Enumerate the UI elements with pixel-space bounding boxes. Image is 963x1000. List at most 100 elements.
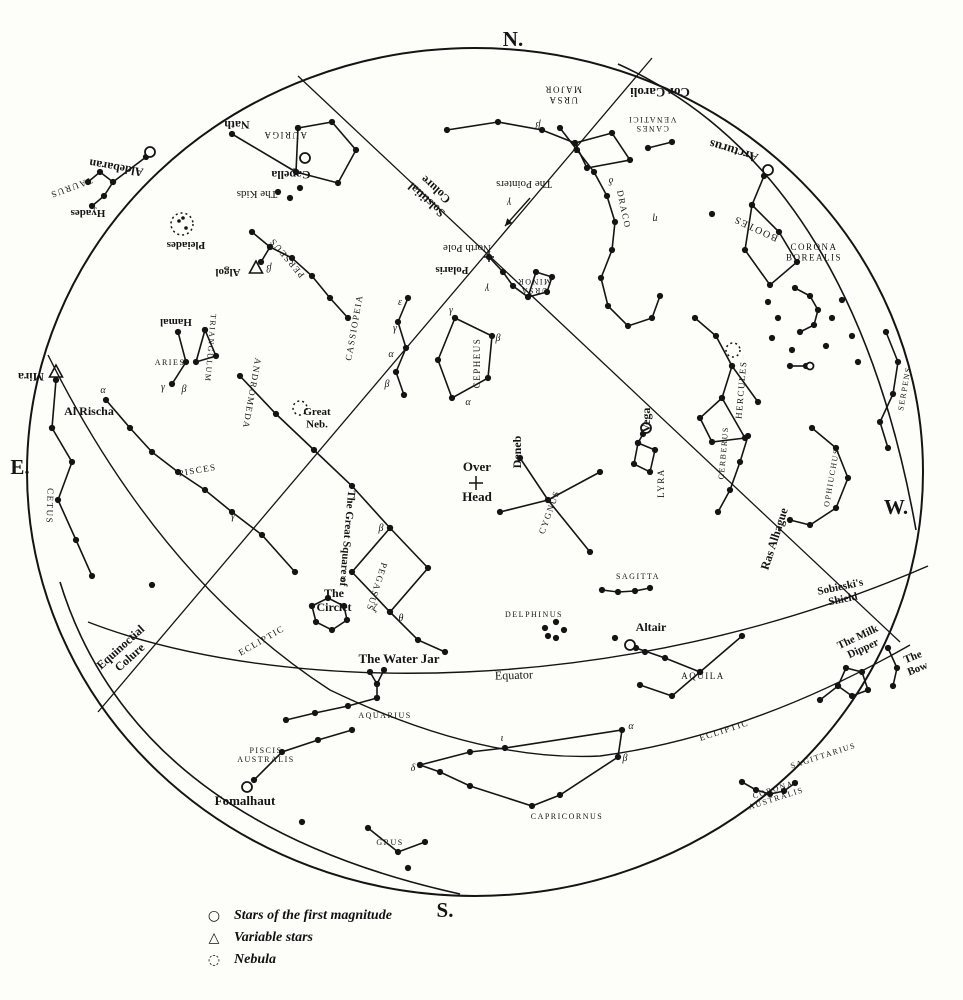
- canes-venatici-star: [668, 138, 676, 146]
- label-δ: δ: [608, 175, 613, 186]
- label-hyades: Hyades: [70, 207, 106, 219]
- draco-star: [573, 146, 581, 154]
- hyades-star: [96, 168, 104, 176]
- star-dot: [768, 334, 776, 342]
- label-β: β: [181, 384, 187, 395]
- serpens-star: [884, 444, 892, 452]
- label-ecliptic: ECLIPTIC: [698, 717, 750, 742]
- serpens-star: [876, 418, 884, 426]
- piscis-australis-star: [278, 748, 286, 756]
- sagitta-lines: [601, 587, 651, 593]
- label-bootes: BOOTES: [732, 213, 780, 243]
- label-aquila: AQUILA: [681, 671, 725, 681]
- label-auriga: AURIGA: [263, 130, 307, 140]
- serpens-star: [894, 358, 902, 366]
- nebula-icon: ◌: [207, 952, 221, 968]
- ophiuchus-star: [806, 521, 814, 529]
- label-pleiades: Pleiades: [166, 239, 205, 251]
- cygnus-arm-star: [596, 468, 604, 476]
- equinoctial-colure-line: [97, 57, 653, 713]
- canes-venatici-lines: [647, 141, 673, 149]
- label-β: β: [378, 523, 384, 534]
- label-β: β: [622, 753, 628, 764]
- label-nath: Nath: [224, 118, 250, 132]
- milk-dipper-star: [848, 692, 856, 700]
- label-s: S.: [437, 898, 454, 922]
- circlet-star: [343, 616, 351, 624]
- andromeda-star: [272, 410, 280, 418]
- taurus-aldebaran-star: [109, 178, 117, 186]
- andromeda-star: [386, 524, 394, 532]
- horizon-oval: [26, 47, 924, 897]
- label-α: α: [100, 385, 106, 396]
- draco-star: [608, 246, 616, 254]
- variable-star-icon: △: [208, 930, 220, 946]
- star-dot: [764, 298, 772, 306]
- hercules-star: [696, 414, 704, 422]
- cerberus-star: [726, 486, 734, 494]
- draco-star: [590, 168, 598, 176]
- star-dot: [181, 216, 185, 220]
- horizon-arc-right: [617, 63, 917, 531]
- label-the-milk-dipper: The MilkDipper: [835, 622, 886, 663]
- label-grus: GRUS: [376, 838, 403, 847]
- label-cerberus: CERBERUS: [717, 426, 731, 480]
- label-sagittarius: SAGITTARIUS: [789, 741, 857, 771]
- pegasus-square-lines: [350, 527, 430, 614]
- the-bow-star: [889, 682, 897, 690]
- label-ε: ε: [398, 297, 402, 308]
- label-pisces: PISCES: [178, 462, 218, 479]
- circlet-star: [308, 602, 316, 610]
- cassiopeia-star: [394, 318, 402, 326]
- capricornus-star: [466, 748, 474, 756]
- taurus-aldebaran-lines: [112, 156, 147, 183]
- star-dot: [708, 210, 716, 218]
- capricornus-star: [528, 802, 536, 810]
- piscis-australis-star: [314, 736, 322, 744]
- star-dot: [611, 634, 619, 642]
- cetus-mira-link-star: [52, 376, 60, 384]
- cerberus-lines: [717, 435, 749, 513]
- perseus-star: [326, 294, 334, 302]
- cassiopeia-star: [402, 344, 410, 352]
- milk-dipper-star: [834, 682, 842, 690]
- label-δ: δ: [411, 763, 416, 774]
- cepheus-star: [488, 332, 496, 340]
- milk-dipper-star: [858, 668, 866, 676]
- cetus-mira-link-lines: [51, 379, 57, 429]
- star-dot: [552, 618, 560, 626]
- aquila-star: [636, 681, 644, 689]
- corona-australis-star: [752, 786, 760, 794]
- label-canes-venatici: CANESVENATICI: [628, 115, 677, 133]
- legend-label: Variable stars: [234, 930, 313, 945]
- cygnus-axis-star: [516, 454, 524, 462]
- the-bow-star: [893, 664, 901, 672]
- serpens-lines: [879, 331, 899, 449]
- cepheus-star: [451, 314, 459, 322]
- label-delphinus: DELPHINUS: [505, 610, 563, 619]
- corona-australis-star: [766, 790, 774, 798]
- label-capella: Capella: [271, 168, 310, 182]
- aries-star: [182, 358, 190, 366]
- draco-star: [597, 274, 605, 282]
- milk-dipper-star: [842, 664, 850, 672]
- cetus-star: [54, 496, 62, 504]
- corona-borealis-star: [810, 321, 818, 329]
- cassiopeia-star: [392, 368, 400, 376]
- altair-star: [624, 639, 636, 651]
- label-mira: Mira: [18, 370, 44, 384]
- grus-star: [394, 848, 402, 856]
- star-dot: [641, 648, 649, 656]
- canes-venatici-star: [644, 144, 652, 152]
- triangulum-lines: [194, 329, 218, 364]
- triangulum-star: [212, 352, 220, 360]
- lyra-star: [646, 468, 654, 476]
- pisces-cord-star: [201, 486, 209, 494]
- label-β: β: [495, 333, 501, 344]
- aldebaran-star: [144, 146, 156, 158]
- draco-star: [603, 192, 611, 200]
- aquarius-chain-star: [373, 694, 381, 702]
